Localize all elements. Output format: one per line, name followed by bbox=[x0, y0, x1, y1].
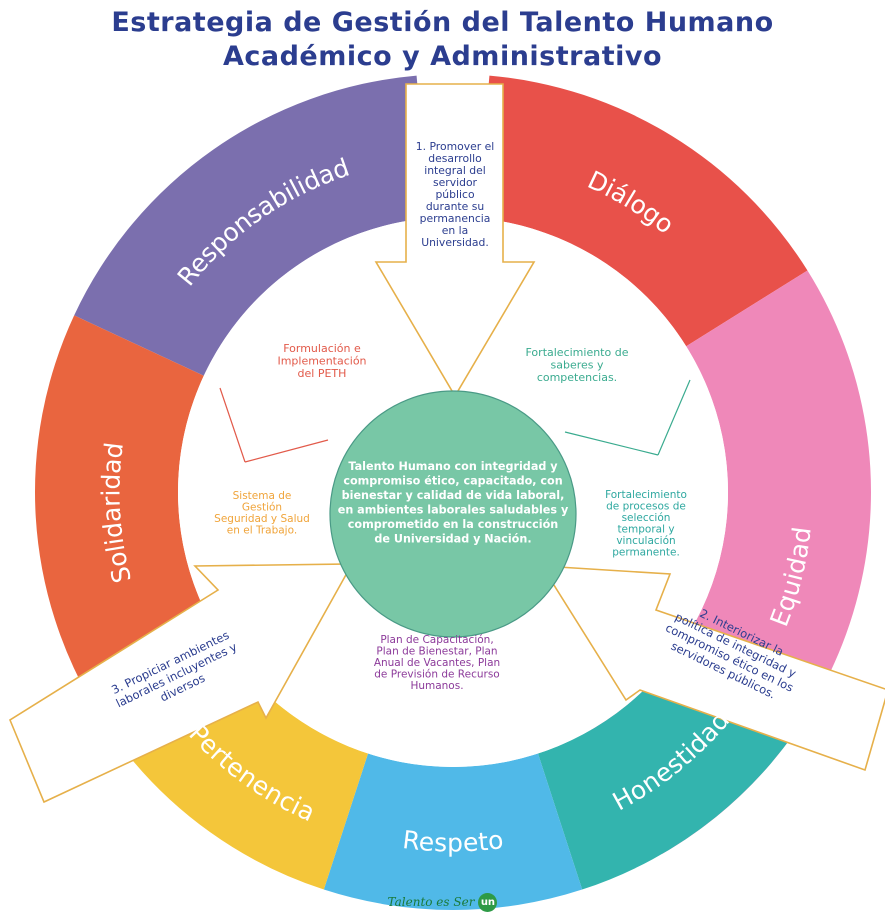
divider-left bbox=[219, 387, 246, 463]
center-circle bbox=[329, 390, 577, 638]
inner-planes: Plan de Capacitación,Plan de Bienestar, … bbox=[374, 634, 500, 692]
divider-right bbox=[657, 379, 691, 456]
value-label-respeto: Respeto bbox=[401, 825, 505, 857]
divider-right-2 bbox=[564, 431, 659, 456]
un-logo-icon: un bbox=[478, 893, 498, 912]
segment-respeto bbox=[323, 753, 583, 910]
center-goal bbox=[329, 390, 577, 638]
footer-text: Talento es Ser bbox=[387, 895, 475, 909]
segment-responsabilidad bbox=[74, 75, 430, 376]
arrow-3 bbox=[9, 563, 354, 804]
title-block: Estrategia de Gestión del Talento Humano… bbox=[0, 6, 885, 74]
segment-dialogo bbox=[476, 75, 808, 347]
arrow-1 bbox=[374, 83, 536, 398]
strategy-arrows bbox=[9, 83, 885, 804]
title-line-1: Estrategia de Gestión del Talento Humano bbox=[111, 7, 774, 38]
title-line-2: Académico y Administrativo bbox=[222, 41, 662, 72]
divider-left-2 bbox=[244, 439, 329, 463]
arrow-2 bbox=[540, 565, 885, 772]
segment-solidaridad bbox=[35, 315, 220, 714]
